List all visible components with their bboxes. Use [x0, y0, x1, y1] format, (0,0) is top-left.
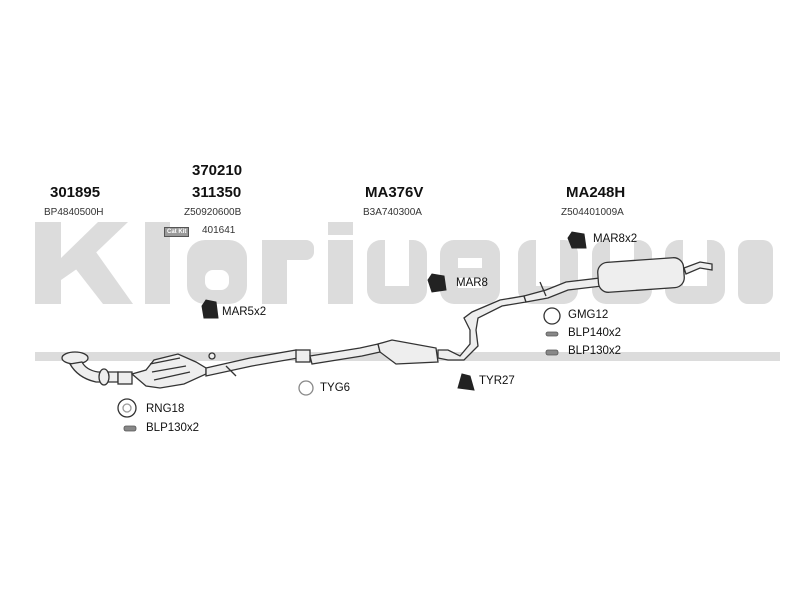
gmg12-gasket-icon [543, 307, 561, 325]
part-rng18: RNG18 [146, 403, 185, 415]
part-blp130x2-right: BLP130x2 [568, 345, 622, 357]
cat-kit-code: 401641 [202, 225, 236, 236]
tyg6-ring-icon [298, 380, 314, 396]
blp130x2-left-bolt-icon [123, 425, 137, 432]
rings [117, 307, 561, 418]
mar8x2-hanger-icon [567, 231, 587, 249]
center-silencer-code: MA376V [365, 184, 424, 201]
rubber-hangers [201, 231, 587, 391]
front-pipe-ref: BP4840500H [44, 207, 104, 218]
center-silencer [295, 295, 527, 365]
rear-silencer [523, 257, 713, 303]
part-mar8: MAR8 [456, 277, 488, 289]
catalyst-code-a: 370210 [192, 162, 243, 179]
part-tyg6: TYG6 [320, 382, 351, 394]
front-pipe-code: 301895 [50, 184, 101, 201]
rng18-ring-icon [117, 398, 137, 418]
catalyst-code-b: 311350 [192, 184, 242, 201]
cat-kit-badge: Cat Kit [164, 227, 190, 237]
front-pipe [61, 351, 133, 386]
rear-silencer-ref: Z504401009A [561, 207, 624, 218]
center-silencer-ref: B3A740300A [363, 207, 422, 218]
part-tyr27: TYR27 [479, 375, 515, 387]
part-gmg12: GMG12 [568, 309, 609, 321]
bolts [123, 331, 559, 432]
mar8-hanger-icon [427, 273, 447, 293]
part-mar8x2: MAR8x2 [593, 233, 638, 245]
rear-silencer-code: MA248H [566, 184, 626, 201]
part-blp130x2-left: BLP130x2 [146, 422, 200, 434]
klarius-watermark [35, 222, 780, 361]
blp140x2-bolt-icon [545, 331, 559, 337]
blp130x2-right-bolt-icon [545, 349, 559, 356]
tyr27-hanger-icon [457, 373, 475, 391]
part-blp140x2: BLP140x2 [568, 327, 622, 339]
catalyst-ref: Z50920600B [184, 207, 242, 218]
mar5x2-hanger-icon [201, 299, 219, 319]
part-mar5x2: MAR5x2 [222, 306, 267, 318]
